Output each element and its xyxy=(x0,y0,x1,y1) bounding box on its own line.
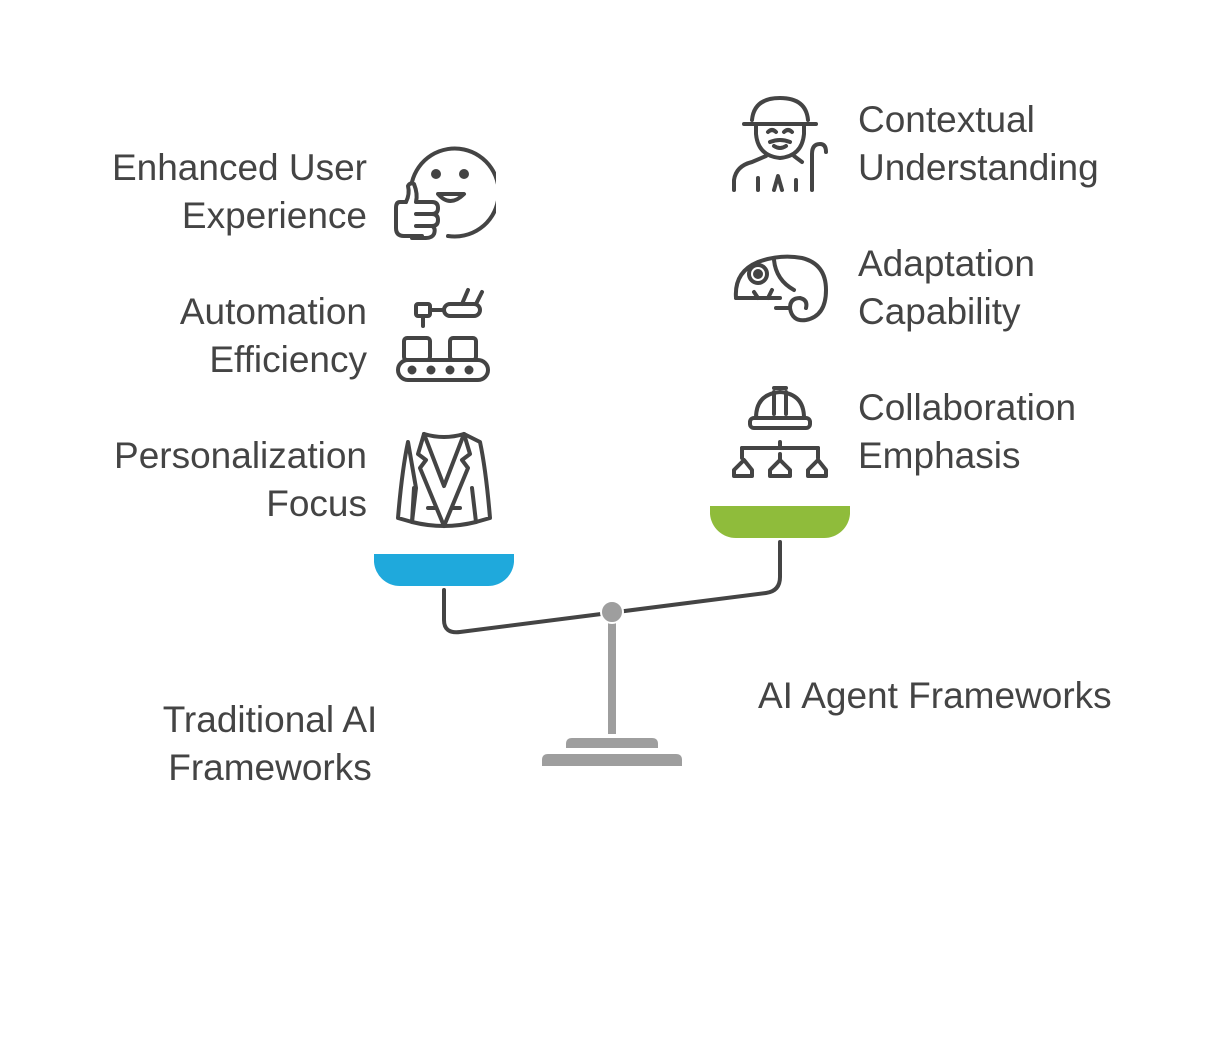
right-pan xyxy=(710,506,850,539)
hardhat-team-icon xyxy=(730,384,830,482)
left-pan xyxy=(374,554,514,587)
conveyor-robot-arm-icon xyxy=(396,286,494,386)
suit-jacket-icon xyxy=(396,430,492,530)
old-man-cane-icon xyxy=(730,94,830,194)
label-personalization-focus: Personalization Focus xyxy=(114,435,367,524)
label-enhanced-user-experience: Enhanced User Experience xyxy=(111,147,367,236)
thumbs-up-smiley-icon xyxy=(392,142,496,242)
label-collaboration-emphasis: Collaboration Emphasis xyxy=(858,387,1077,476)
label-adaptation-capability: Adaptation Capability xyxy=(858,243,1035,332)
scale-base-top xyxy=(566,738,658,748)
chameleon-icon xyxy=(732,250,832,326)
left-title: Traditional AI Frameworks xyxy=(162,699,378,788)
scale-pivot xyxy=(600,600,624,624)
right-title: AI Agent Frameworks xyxy=(758,675,1112,716)
label-automation-efficiency: Automation Efficiency xyxy=(179,291,367,380)
label-contextual-understanding: Contextual Understanding xyxy=(858,99,1099,188)
scale-base-bottom xyxy=(542,754,682,766)
scale-post xyxy=(608,612,616,734)
